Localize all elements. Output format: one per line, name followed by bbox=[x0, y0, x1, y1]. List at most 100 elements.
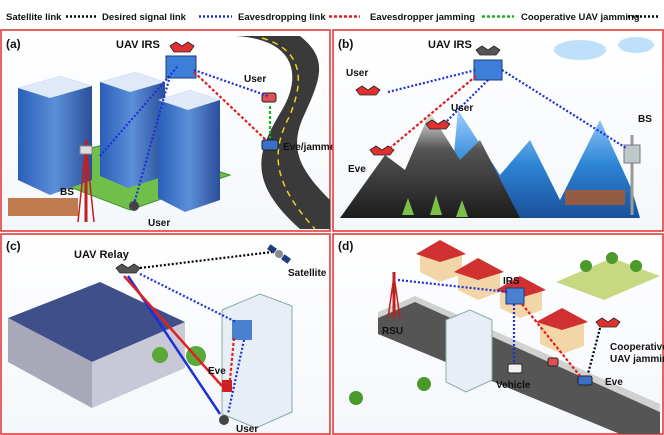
link-a-irs-user bbox=[193, 68, 269, 98]
panel-c-tag: (c) bbox=[6, 239, 21, 253]
link-d-rsu-irs bbox=[397, 278, 509, 294]
car-d-red bbox=[547, 357, 559, 367]
label-user-left-b: User bbox=[346, 68, 368, 79]
tree-d-3 bbox=[630, 260, 642, 272]
panel-d-tag: (d) bbox=[338, 239, 353, 253]
user-drone-mid bbox=[425, 119, 451, 130]
bs-tower-b bbox=[623, 135, 641, 215]
link-a-eaves bbox=[193, 71, 267, 141]
irs-panel-a bbox=[165, 55, 197, 79]
legend-label-desired: Desired signal link bbox=[102, 12, 187, 23]
house-1 bbox=[416, 240, 466, 282]
mountain-dark bbox=[340, 112, 520, 218]
link-c-relay-tower bbox=[139, 273, 237, 323]
cloud-2 bbox=[618, 37, 654, 53]
user-c bbox=[219, 415, 229, 425]
link-b-bs-irs bbox=[501, 69, 627, 149]
warehouse-left bbox=[8, 318, 92, 408]
label-coop-d: Cooperative bbox=[610, 342, 664, 353]
panel-c: (c) UAV Relay Satellite Eve User bbox=[0, 233, 331, 435]
label-bs-a: BS bbox=[60, 187, 74, 198]
legend-label-satellite: Satellite link bbox=[6, 12, 62, 23]
link-b-irs-usermid bbox=[445, 79, 489, 123]
legend-item-desired: Desired signal link bbox=[102, 12, 232, 23]
panel-a: (a) UAV IRS User Eve/jammer BS User bbox=[0, 29, 339, 232]
legend-label-eve-jamming: Eavesdropper jamming bbox=[370, 12, 475, 23]
house-4 bbox=[536, 308, 588, 354]
ground-user-a bbox=[129, 201, 139, 211]
label-satellite-c: Satellite bbox=[288, 268, 327, 279]
building-1 bbox=[18, 76, 92, 195]
eve-c bbox=[222, 380, 232, 392]
legend: Satellite link Desired signal link Eaves… bbox=[0, 0, 664, 28]
tree-b-1 bbox=[402, 198, 414, 215]
warehouse-roof bbox=[8, 282, 185, 362]
uav-irs-a bbox=[165, 41, 197, 79]
label-eve-d: Eve bbox=[605, 377, 623, 388]
label-eve-b: Eve bbox=[348, 164, 366, 175]
legend-item-satellite: Satellite link bbox=[6, 12, 98, 23]
link-c-eaves-dashed bbox=[228, 337, 236, 381]
coop-uav-icon bbox=[595, 317, 621, 328]
vehicle-d bbox=[507, 363, 523, 374]
label-bs-b: BS bbox=[638, 114, 652, 125]
building-3 bbox=[158, 90, 220, 212]
label-rsu-d: RSU bbox=[382, 326, 403, 337]
tree-d-1 bbox=[580, 260, 592, 272]
label-user-mid-b: User bbox=[451, 103, 473, 114]
label-coop2-d: UAV jamming bbox=[610, 354, 664, 365]
uav-relay-icon bbox=[115, 263, 141, 274]
label-uav-irs-a: UAV IRS bbox=[116, 39, 160, 51]
bs-pipes-b bbox=[565, 190, 625, 205]
label-eve-a: Eve/jammer bbox=[283, 142, 339, 153]
uav-icon-a bbox=[169, 41, 195, 53]
panel-b-tag: (b) bbox=[338, 37, 353, 51]
tree-b-2 bbox=[430, 195, 442, 215]
tree-d-5 bbox=[417, 377, 431, 391]
label-user-road-a: User bbox=[244, 74, 266, 85]
tower-d bbox=[445, 309, 493, 393]
user-drone-left bbox=[355, 85, 381, 96]
link-b-eaves bbox=[389, 75, 477, 149]
label-relay-c: UAV Relay bbox=[74, 249, 130, 261]
label-user-ground-a: User bbox=[148, 218, 170, 229]
eve-car-a bbox=[261, 139, 279, 151]
office-irs bbox=[232, 320, 252, 340]
cloud-1 bbox=[554, 40, 606, 60]
legend-item-eavesdropping: Eavesdropping link bbox=[238, 12, 360, 23]
link-d-eaves bbox=[521, 303, 581, 377]
legend-label-eavesdropping: Eavesdropping link bbox=[238, 12, 326, 23]
label-user-c: User bbox=[236, 424, 258, 435]
tree-c-2 bbox=[152, 347, 168, 363]
satellite-icon bbox=[267, 244, 291, 264]
label-uav-irs-b: UAV IRS bbox=[428, 39, 472, 51]
irs-panel-b bbox=[473, 59, 503, 81]
legend-item-coop-jamming: Cooperative UAV jamming bbox=[521, 12, 660, 23]
irs-panel-d bbox=[505, 287, 525, 305]
label-irs-d: IRS bbox=[503, 276, 520, 287]
warehouse-right bbox=[92, 322, 185, 408]
tree-b-3 bbox=[456, 200, 468, 217]
bs-tower-a bbox=[77, 140, 95, 223]
panel-a-tag: (a) bbox=[6, 37, 21, 51]
link-c-irs-user bbox=[226, 339, 246, 415]
uav-irs-b bbox=[473, 45, 503, 81]
road-line bbox=[261, 37, 316, 230]
bs-pipes bbox=[8, 198, 78, 216]
panel-d: (d) IRS RSU Vehicle Eve Cooperative UAV … bbox=[332, 233, 664, 435]
tree-d-4 bbox=[349, 391, 363, 405]
tree-d-2 bbox=[606, 252, 618, 264]
link-b-irs-userleft bbox=[387, 68, 477, 94]
legend-label-coop-jamming: Cooperative UAV jamming bbox=[521, 12, 640, 23]
building-2 bbox=[100, 72, 165, 188]
label-vehicle-d: Vehicle bbox=[496, 380, 531, 391]
user-car-a bbox=[261, 92, 277, 103]
panel-b: (b) UAV IRS User User Eve BS bbox=[332, 29, 664, 232]
uav-icon-b bbox=[475, 45, 501, 56]
link-c-eaves-solid bbox=[123, 275, 223, 387]
eve-car-d bbox=[577, 375, 593, 386]
label-eve-c: Eve bbox=[208, 366, 226, 377]
rsu-tower bbox=[387, 272, 401, 319]
